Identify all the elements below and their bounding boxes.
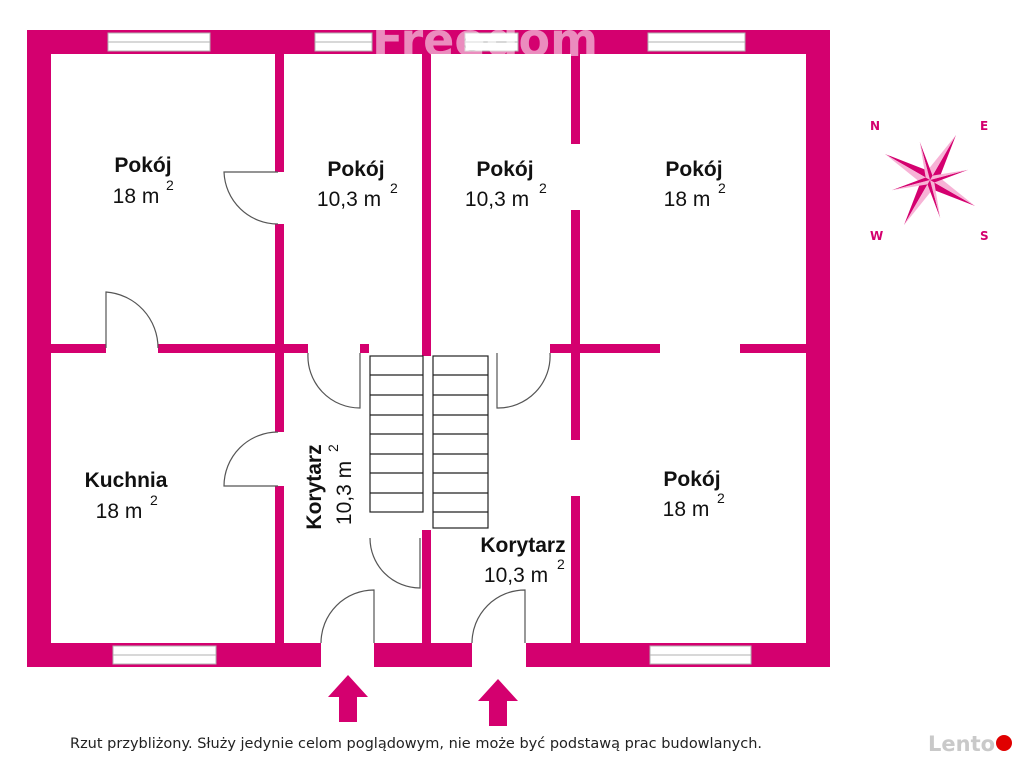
room-area: 18 m (663, 498, 710, 521)
compass-n: N (870, 119, 880, 133)
entrance-arrows (328, 675, 518, 726)
door-2 (105, 291, 159, 349)
room-label-4: Pokój 18 m 2 (664, 158, 726, 211)
door-5 (496, 352, 551, 409)
entrance-gap-1 (321, 643, 374, 667)
wall-h-c (360, 344, 369, 353)
room-area-superscript: 2 (325, 444, 341, 452)
wall-right (806, 30, 830, 667)
room-label-7: Korytarz 10,3 m 2 (303, 444, 356, 530)
compass-rose (884, 134, 976, 226)
watermark: Freedom (372, 13, 598, 67)
room-area: 18 m (113, 185, 160, 208)
compass-star-icon (884, 134, 976, 226)
room-area-superscript: 2 (557, 556, 565, 572)
wall-h-b (158, 344, 308, 353)
room-label-3: Pokój 10,3 m 2 (465, 158, 547, 211)
stairs-right (432, 355, 489, 529)
room-label-5: Kuchnia 18 m 2 (85, 469, 168, 523)
room-name: Pokój (665, 158, 722, 181)
room-name: Pokój (663, 468, 720, 491)
wall-v1-bot (275, 486, 284, 643)
room-area-superscript: 2 (717, 490, 725, 506)
wall-v3-a (571, 54, 580, 144)
door-1 (223, 171, 279, 225)
room-area: 10,3 m (333, 461, 356, 525)
room-name: Korytarz (480, 534, 565, 557)
door-6 (369, 537, 421, 589)
brand-logo: Lento (928, 732, 1018, 762)
interior-walls (51, 54, 806, 643)
room-name: Pokój (476, 158, 533, 181)
wall-v2-bot (422, 530, 431, 643)
room-area: 10,3 m (317, 188, 381, 211)
disclaimer: Rzut przybliżony. Służy jedynie celom po… (70, 736, 762, 752)
room-label-2: Pokój 10,3 m 2 (317, 158, 398, 211)
room-label-1: Pokój 18 m 2 (113, 154, 174, 208)
door-4 (307, 352, 361, 409)
room-area-superscript: 2 (150, 492, 158, 508)
wall-v1-top (275, 54, 284, 172)
room-labels: Pokój 18 m 2 Pokój 10,3 m 2 Pokój 10,3 m… (85, 154, 726, 587)
room-area: 10,3 m (465, 188, 529, 211)
entrance-arrow-2 (478, 679, 518, 726)
room-label-6: Pokój 18 m 2 (663, 468, 725, 521)
compass-e: E (980, 119, 988, 133)
stairs (369, 355, 489, 529)
brand-dot-icon (996, 735, 1013, 751)
brand-name: Lento (928, 732, 996, 756)
compass-s: S (980, 229, 989, 243)
room-area: 10,3 m (484, 564, 548, 587)
entrance-gap-2 (472, 643, 526, 667)
door-entrance-2 (471, 589, 526, 644)
wall-h-e (740, 344, 806, 353)
room-area: 18 m (664, 188, 711, 211)
room-area: 18 m (96, 500, 143, 523)
room-name: Korytarz (303, 444, 326, 529)
compass-w: W (870, 229, 883, 243)
room-area-superscript: 2 (539, 180, 547, 196)
wall-h-d (550, 344, 660, 353)
room-name: Pokój (327, 158, 384, 181)
wall-left (27, 30, 51, 667)
room-label-8: Korytarz 10,3 m 2 (480, 534, 565, 587)
room-area-superscript: 2 (390, 180, 398, 196)
room-area-superscript: 2 (718, 180, 726, 196)
room-name: Pokój (114, 154, 171, 177)
wall-v1-mid (275, 224, 284, 432)
wall-h-a (51, 344, 106, 353)
wall-v3-b (571, 210, 580, 440)
room-area-superscript: 2 (166, 177, 174, 193)
door-entrance-1 (320, 589, 375, 644)
entrance-arrow-1 (328, 675, 368, 722)
wall-v2-top (422, 54, 431, 356)
wall-v3-c (571, 496, 580, 643)
door-3 (223, 431, 279, 487)
doors (105, 171, 551, 644)
room-name: Kuchnia (85, 469, 168, 492)
